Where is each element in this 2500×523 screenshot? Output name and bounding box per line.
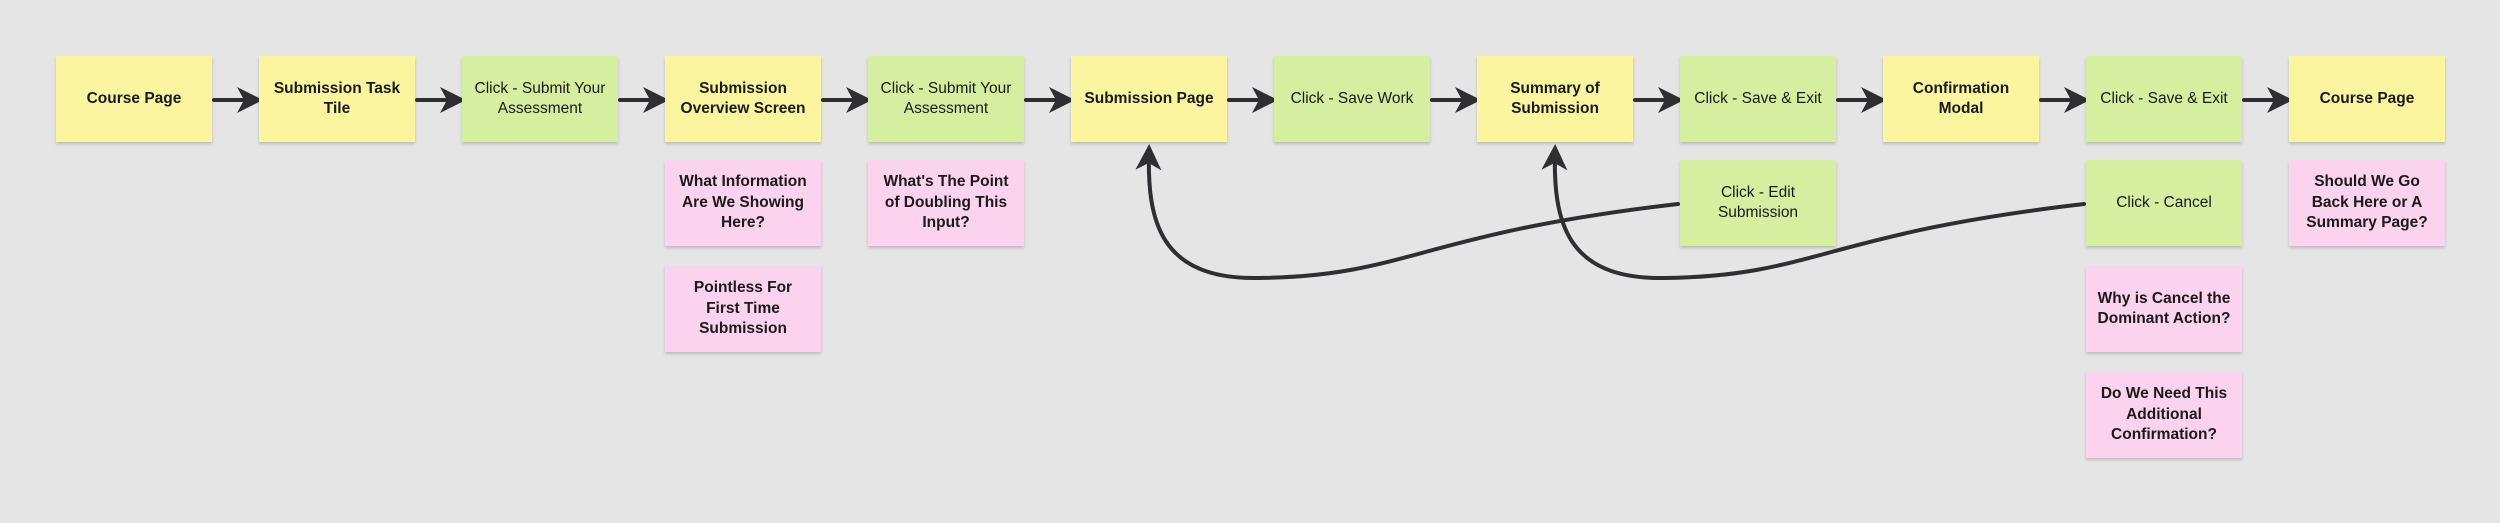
- sticky-click-cancel[interactable]: Click - Cancel: [2086, 160, 2242, 246]
- return-arrow: [1135, 144, 1680, 281]
- sticky-submission-overview-screen[interactable]: Submission Overview Screen: [665, 56, 821, 142]
- sticky-course-page-start[interactable]: Course Page: [56, 56, 212, 142]
- sticky-point-of-doubling[interactable]: What's The Point of Doubling This Input?: [868, 160, 1024, 246]
- sticky-label: Should We Go Back Here or A Summary Page…: [2306, 173, 2428, 232]
- sticky-label: Do We Need This Additional Confirmation?: [2100, 385, 2228, 444]
- sticky-click-edit-submission[interactable]: Click - Edit Submission: [1680, 160, 1836, 246]
- sticky-go-back-here[interactable]: Should We Go Back Here or A Summary Page…: [2289, 160, 2445, 246]
- sticky-label: Confirmation Modal: [1912, 79, 2010, 117]
- sticky-label: Course Page: [86, 89, 182, 107]
- sticky-click-save-exit-2[interactable]: Click - Save & Exit: [2086, 56, 2242, 142]
- sticky-what-information[interactable]: What Information Are We Showing Here?: [665, 160, 821, 246]
- sticky-label: What Information Are We Showing Here?: [679, 173, 807, 232]
- sticky-click-submit-your-assessment-1[interactable]: Click - Submit Your Assessment: [462, 56, 618, 142]
- sticky-label: Course Page: [2319, 89, 2415, 107]
- sticky-label: Summary of Submission: [1510, 79, 1600, 117]
- sticky-label: Submission Task Tile: [273, 79, 401, 117]
- sticky-label: Click - Cancel: [2116, 193, 2212, 211]
- sticky-label: Click - Save & Exit: [1694, 89, 1822, 107]
- sticky-label: Click - Submit Your Assessment: [880, 79, 1012, 117]
- sticky-submission-page[interactable]: Submission Page: [1071, 56, 1227, 142]
- sticky-label: Submission Page: [1084, 89, 1214, 107]
- sticky-summary-of-submission[interactable]: Summary of Submission: [1477, 56, 1633, 142]
- sticky-label: Click - Edit Submission: [1717, 183, 1799, 221]
- sticky-confirmation-modal[interactable]: Confirmation Modal: [1883, 56, 2039, 142]
- sticky-need-confirmation[interactable]: Do We Need This Additional Confirmation?: [2086, 372, 2242, 458]
- sticky-pointless-first-time[interactable]: Pointless For First Time Submission: [665, 266, 821, 352]
- sticky-label: Pointless For First Time Submission: [693, 279, 793, 338]
- sticky-label: Click - Submit Your Assessment: [474, 79, 606, 117]
- sticky-why-cancel-dominant[interactable]: Why is Cancel the Dominant Action?: [2086, 266, 2242, 352]
- sticky-label: Why is Cancel the Dominant Action?: [2097, 289, 2231, 327]
- sticky-submission-task-tile[interactable]: Submission Task Tile: [259, 56, 415, 142]
- sticky-label: Click - Save & Exit: [2100, 89, 2228, 107]
- sticky-course-page-end[interactable]: Course Page: [2289, 56, 2445, 142]
- sticky-click-save-exit-1[interactable]: Click - Save & Exit: [1680, 56, 1836, 142]
- sticky-click-submit-your-assessment-2[interactable]: Click - Submit Your Assessment: [868, 56, 1024, 142]
- sticky-label: What's The Point of Doubling This Input?: [883, 173, 1009, 232]
- sticky-click-save-work[interactable]: Click - Save Work: [1274, 56, 1430, 142]
- sticky-label: Click - Save Work: [1290, 89, 1414, 107]
- sticky-label: Submission Overview Screen: [680, 79, 806, 117]
